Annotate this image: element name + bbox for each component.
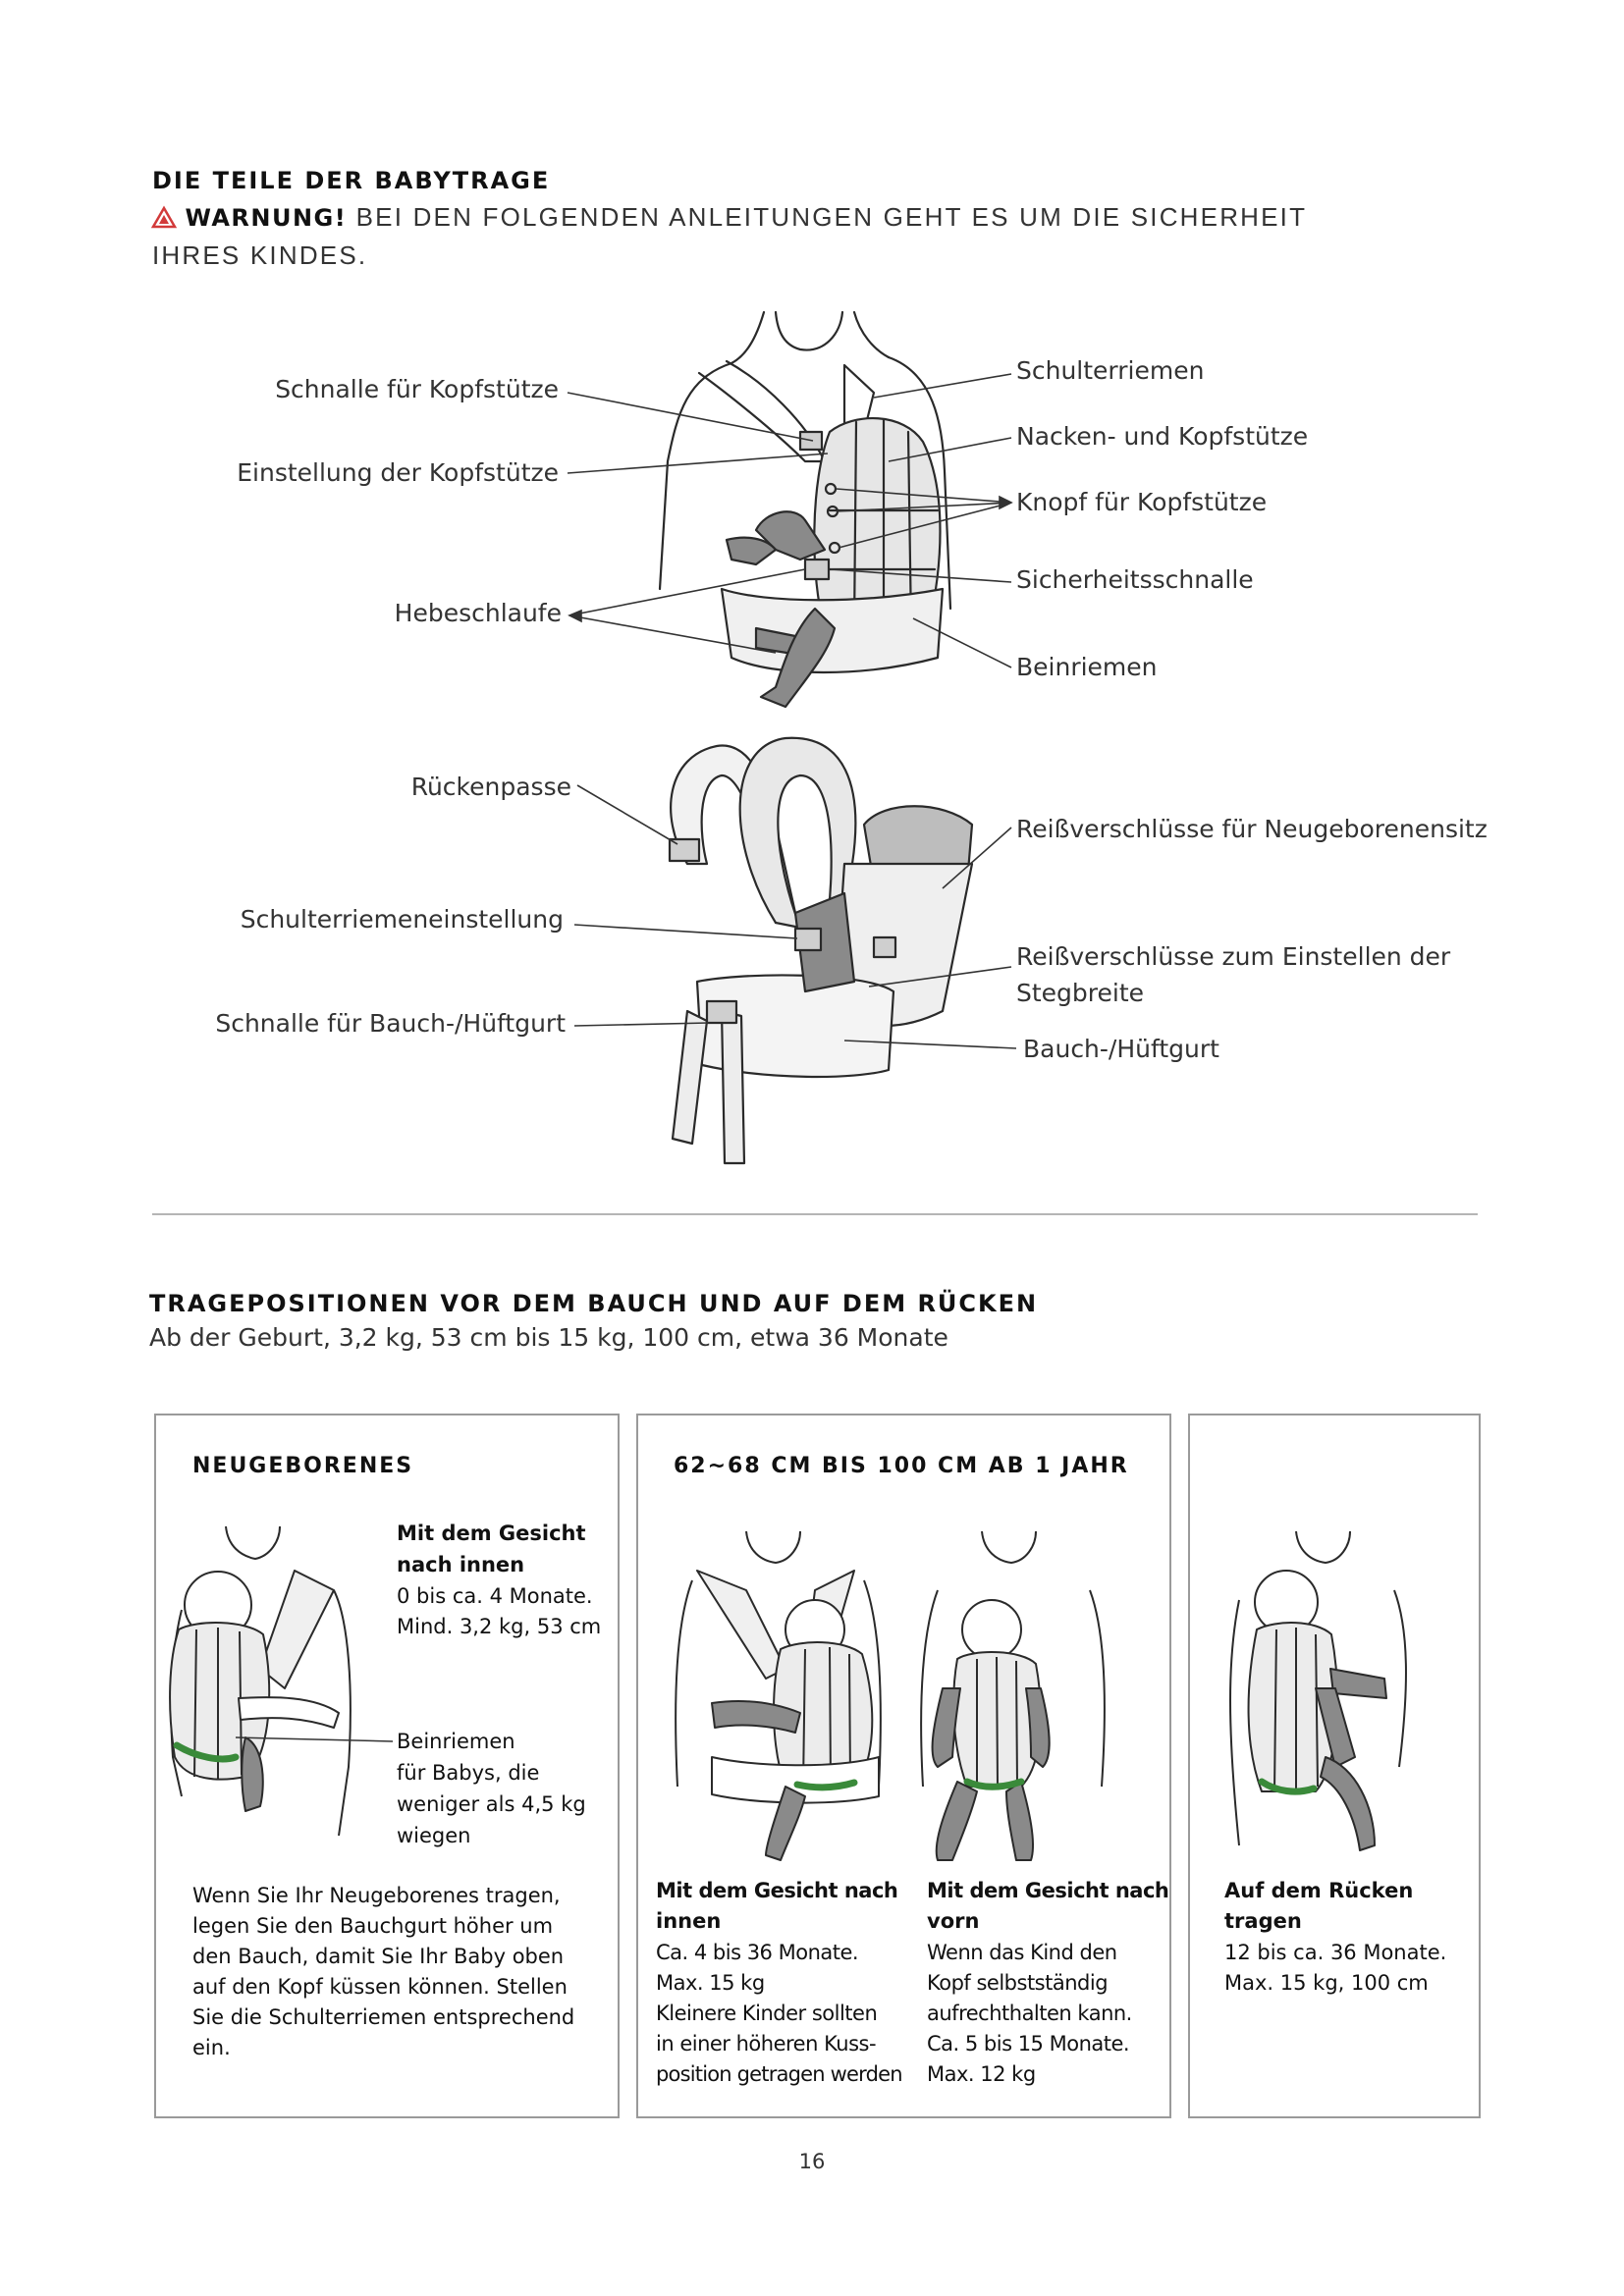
older-col2-heading-2: vorn [927, 1909, 980, 1933]
label-sicherheitsschnalle: Sicherheitsschnalle [1016, 565, 1254, 594]
newborn-body-5: Sie die Schulterriemen entsprechend [192, 2005, 575, 2029]
newborn-pos-line-1: 0 bis ca. 4 Monate. [397, 1584, 593, 1608]
newborn-body-3: den Bauch, damit Sie Ihr Baby oben [192, 1945, 565, 1968]
older-col1-heading-2: innen [656, 1909, 722, 1933]
newborn-strap-line-2: für Babys, die [397, 1761, 540, 1785]
older-col2-heading-1: Mit dem Gesicht nach [927, 1879, 1169, 1902]
box-older [636, 1414, 1171, 2118]
box-newborn-title: NEUGEBORENES [192, 1454, 414, 1478]
label-schulterriemeneinstellung: Schulterriemeneinstellung [240, 905, 564, 934]
newborn-strap-line-3: weniger als 4,5 kg [397, 1792, 586, 1816]
back-heading-2: tragen [1224, 1909, 1302, 1933]
box-older-title: 62~68 CM BIS 100 CM AB 1 JAHR [674, 1454, 1129, 1478]
newborn-pos-line-2: Mind. 3,2 kg, 53 cm [397, 1615, 602, 1638]
section-divider [152, 1213, 1478, 1215]
label-nacken-kopfstuetze: Nacken- und Kopfstütze [1016, 422, 1309, 451]
older-col2-line-4: Ca. 5 bis 15 Monate. [927, 2032, 1130, 2056]
label-reissverschluesse-sitz: Reißverschlüsse für Neugeborenensitz [1016, 815, 1488, 843]
label-einstellung-kopfstuetze: Einstellung der Kopfstütze [237, 458, 559, 487]
label-hebeschlaufe: Hebeschlaufe [394, 599, 562, 627]
back-line-1: 12 bis ca. 36 Monate. [1224, 1941, 1447, 1964]
warning-text: BEI DEN FOLGENDEN ANLEITUNGEN GEHT ES UM… [152, 202, 1307, 270]
newborn-body-4: auf den Kopf küssen können. Stellen [192, 1975, 568, 1999]
newborn-body-1: Wenn Sie Ihr Neugeborenes tragen, [192, 1884, 561, 1907]
older-col2-line-3: aufrechthalten kann. [927, 2002, 1132, 2025]
newborn-body-2: legen Sie den Bauchgurt höher um [192, 1914, 554, 1938]
label-knopf-kopfstuetze: Knopf für Kopfstütze [1016, 488, 1268, 516]
older-col1-line-1: Ca. 4 bis 36 Monate. [656, 1941, 859, 1964]
label-schnalle-kopfstuetze: Schnalle für Kopfstütze [275, 375, 559, 403]
back-heading-1: Auf dem Rücken [1224, 1879, 1414, 1902]
older-col2-line-1: Wenn das Kind den [927, 1941, 1117, 1964]
warning-triangle-icon [150, 205, 178, 229]
label-bauchgurt: Bauch-/Hüftgurt [1023, 1035, 1219, 1063]
older-col1-line-3: Kleinere Kinder sollten [656, 2002, 878, 2025]
section-subtitle-positions: Ab der Geburt, 3,2 kg, 53 cm bis 15 kg, … [149, 1323, 948, 1352]
box-newborn [154, 1414, 620, 2118]
newborn-pos-heading-1: Mit dem Gesicht [397, 1522, 586, 1545]
newborn-body-6: ein. [192, 2036, 231, 2059]
older-col2-line-2: Kopf selbstständig [927, 1971, 1109, 1995]
label-rueckenpasse: Rückenpasse [410, 773, 571, 801]
newborn-strap-line-1: Beinriemen [397, 1730, 515, 1753]
warning-block: WARNUNG! BEI DEN FOLGENDEN ANLEITUNGEN G… [150, 198, 1389, 274]
warning-label: WARNUNG! [185, 204, 348, 232]
label-schnalle-bauchgurt: Schnalle für Bauch-/Hüftgurt [215, 1009, 566, 1038]
label-schulterriemen: Schulterriemen [1016, 356, 1205, 385]
label-beinriemen: Beinriemen [1016, 653, 1158, 681]
older-col1-line-2: Max. 15 kg [656, 1971, 765, 1995]
newborn-pos-heading-2: nach innen [397, 1553, 525, 1576]
older-col1-line-5: position getragen werden [656, 2062, 903, 2086]
older-col1-heading-1: Mit dem Gesicht nach [656, 1879, 898, 1902]
older-col1-line-4: in einer höheren Kuss- [656, 2032, 877, 2056]
older-col2-line-5: Max. 12 kg [927, 2062, 1036, 2086]
back-line-2: Max. 15 kg, 100 cm [1224, 1971, 1429, 1995]
section-title-positions: TRAGEPOSITIONEN VOR DEM BAUCH UND AUF DE… [149, 1290, 1039, 1317]
newborn-strap-line-4: wiegen [397, 1824, 471, 1847]
page-number: 16 [798, 2150, 826, 2173]
label-reissverschluesse-steg-1: Reißverschlüsse zum Einstellen der [1016, 942, 1451, 971]
section-title-parts: DIE TEILE DER BABYTRAGE [152, 167, 551, 194]
label-reissverschluesse-steg-2: Stegbreite [1016, 979, 1145, 1007]
box-back-carry [1188, 1414, 1481, 2118]
